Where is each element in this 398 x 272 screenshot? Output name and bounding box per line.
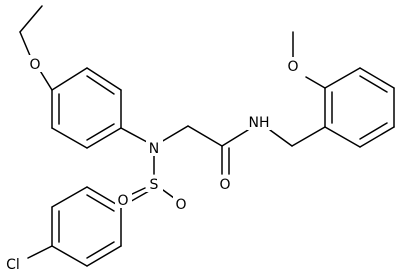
bond-nh-ch2	[269, 129, 293, 147]
bond-aryl-n	[120, 127, 148, 143]
atom-s-sulfonyl: S	[150, 177, 159, 193]
bond-o-aryl	[38, 68, 53, 91]
atom-o-carbonyl: O	[219, 177, 230, 193]
bond-ring-a-2	[86, 67, 122, 91]
bond-ring-c-5	[86, 245, 122, 267]
atom-nh-amide: NH	[249, 115, 270, 131]
bond-ring-b-3	[359, 67, 395, 89]
bond-ring-a-4	[86, 127, 122, 149]
bond-ring-c-2	[51, 186, 88, 208]
bond-ring-b-2	[324, 67, 361, 89]
bond-ch2-ring-b	[291, 126, 326, 147]
atom-o-ethoxy: O	[29, 57, 40, 73]
bond-ring-b-3-inner	[359, 75, 388, 93]
bond-ch2-carbonyl	[187, 125, 223, 147]
bond-ring-c-cl	[27, 245, 53, 259]
bond-n-ch2	[160, 125, 189, 143]
bond-ethyl-ch3-ch2	[19, 5, 43, 33]
bonds	[19, 5, 395, 267]
bond-ring-b-6	[324, 126, 361, 148]
bond-ring-a-5	[51, 127, 88, 149]
bond-ring-a-4-inner	[86, 123, 115, 141]
bond-ring-b-o	[305, 76, 326, 89]
bond-ring-c-1-inner	[86, 194, 115, 212]
bond-ring-a-2-inner	[86, 75, 115, 95]
bond-ring-c-4	[51, 245, 88, 267]
atom-o-sulfonyl-right: O	[175, 197, 186, 213]
bond-s-o-left	[129, 187, 146, 196]
atom-n-amine: N	[149, 141, 159, 157]
atom-labels: O O N NH S O O O Cl	[1, 55, 302, 272]
atom-cl: Cl	[6, 257, 20, 272]
bond-ring-b-5	[359, 126, 395, 148]
atom-o-methoxy: O	[287, 59, 298, 75]
bond-ring-c-5-inner	[86, 241, 115, 259]
bond-ethyl-ch2-o	[19, 31, 32, 59]
bond-s-o-right	[162, 189, 175, 199]
atom-o-sulfonyl-left: O	[117, 193, 128, 209]
bond-carbonyl-nh	[221, 129, 249, 147]
bond-ring-b-5-inner	[359, 122, 388, 140]
bond-ring-a-1	[51, 67, 88, 91]
